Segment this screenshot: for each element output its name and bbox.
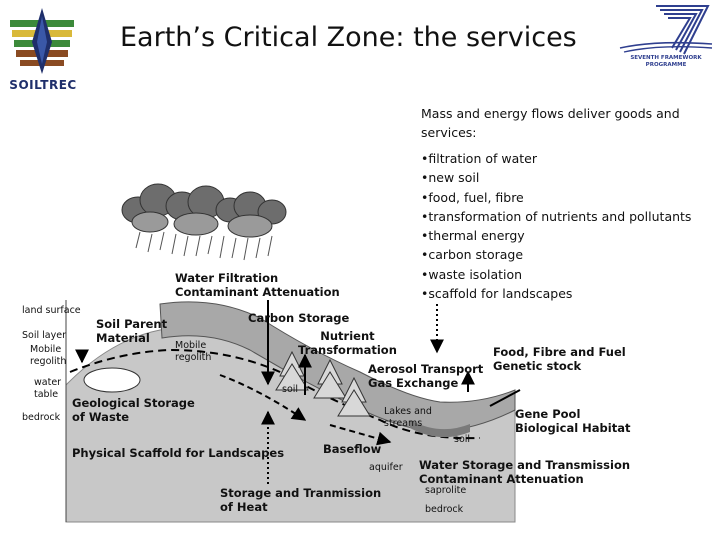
soil-band [159,301,516,433]
water-table-line [69,348,481,440]
flow-arrows [75,300,521,484]
water-filtration-label: Water Filtration Contaminant Attenuation [175,271,340,299]
rain [135,231,273,261]
services-intro: Mass and energy flows deliver goods and … [421,106,680,140]
service-item: new soil [421,168,717,187]
fp7-logo-mark [619,5,713,55]
soil-right-label: soil [454,434,471,445]
lake [410,420,470,438]
service-item: carbon storage [421,245,717,264]
soil-parent-material-label: Soil Parent Material [96,317,168,345]
water-storage-label: Water Storage and Transmission Contamina… [419,458,631,486]
soiltrec-logo: SOILTREC [6,6,78,98]
geological-storage-label: Geological Storage of Waste [72,396,195,424]
nutrient-transformation-label: Nutrient Transformation [298,329,397,357]
soil-mid-label: soil [282,384,299,395]
soil-layer-label: Soil layer [22,330,66,341]
services-list: filtration of water new soil food, fuel,… [421,149,717,303]
service-item: filtration of water [421,149,717,168]
soiltrec-logo-mark [10,8,74,74]
aquifer-label: aquifer [369,462,403,473]
service-item: thermal energy [421,226,717,245]
slide-title: Earth’s Critical Zone: the services [120,22,577,53]
water-table-label: water table [34,377,62,400]
trees [275,350,371,417]
physical-scaffold-label: Physical Scaffold for Landscapes [72,446,285,460]
service-item: waste isolation [421,265,717,284]
saprolite-label: saprolite [425,485,467,496]
mobile-regolith-mid-label: Mobile regolith [175,340,212,363]
soiltrec-logo-text: SOILTREC [9,78,77,92]
mobile-regolith-left-label: Mobile regolith [30,344,67,367]
aerosol-transport-label: Aerosol Transport Gas Exchange [368,362,484,390]
baseflow-label: Baseflow [323,442,382,456]
bedrock-right-label: bedrock [425,504,464,515]
gene-pool-label: Gene Pool Biological Habitat [515,407,631,435]
food-fibre-label: Food, Fibre and Fuel Genetic stock [493,345,626,373]
lakes-streams-label: Lakes and streams [384,406,432,429]
carbon-storage-label: Carbon Storage [248,311,350,325]
service-item: food, fuel, fibre [421,188,717,207]
service-item: transformation of nutrients and pollutan… [421,207,717,226]
heat-storage-label: Storage and Tranmission of Heat [220,486,382,514]
fp7-logo-text: SEVENTH FRAMEWORK PROGRAMME [630,55,702,68]
bedrock-left-label: bedrock [22,412,61,423]
land-surface-label: land surface [22,305,81,316]
waste-storage-pocket [83,367,141,393]
service-item: scaffold for landscapes [421,284,717,303]
rain-clouds [121,183,287,238]
seventh-framework-programme-logo: SEVENTH FRAMEWORK PROGRAMME [616,0,716,80]
